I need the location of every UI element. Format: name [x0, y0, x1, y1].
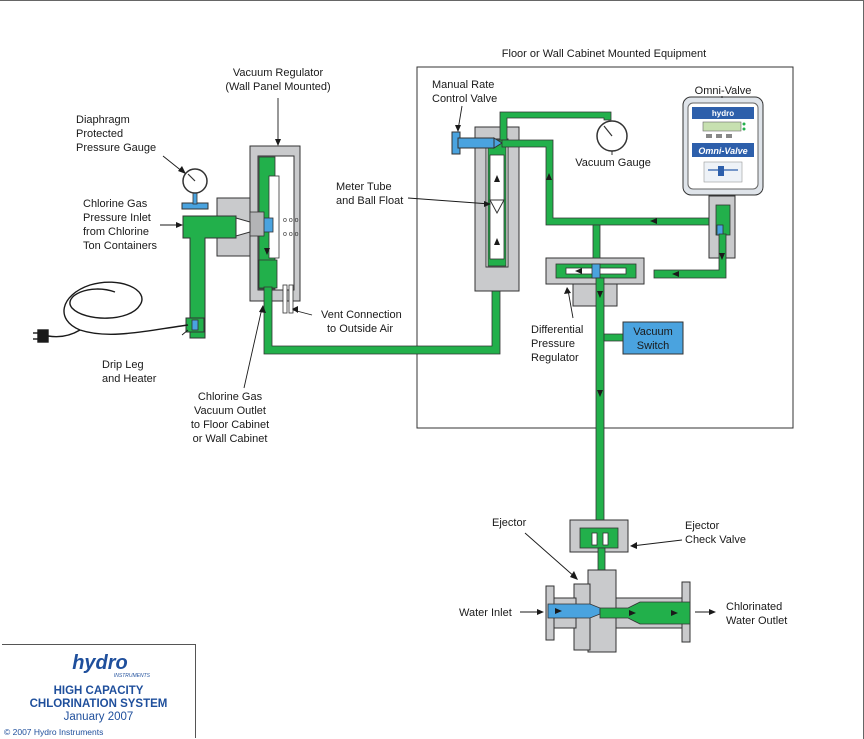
dpr-label-1: Differential	[531, 324, 583, 336]
ejector-body	[545, 569, 691, 653]
meter-tube-label-2: and Ball Float	[336, 195, 403, 207]
branding-title-1: HIGH CAPACITY	[53, 685, 144, 697]
vacuum-switch-label-2: Switch	[637, 340, 669, 352]
manual-rate-label-1: Manual Rate	[432, 79, 494, 91]
vacuum-outlet-label-2: Vacuum Outlet	[194, 405, 266, 417]
drip-leg-label-2: and Heater	[102, 373, 157, 385]
manual-rate-valve	[451, 131, 503, 155]
omni-valve-label: Omni-Valve	[695, 85, 752, 97]
vent-label-1: Vent Connection	[321, 309, 402, 321]
gas-inlet-label-2: Pressure Inlet	[83, 212, 151, 224]
branding-date: January 2007	[63, 711, 134, 723]
gas-inlet-label-3: from Chlorine	[83, 226, 149, 238]
hydro-logo: hydro INSTRUMENTS	[72, 652, 151, 679]
drip-leg-label-1: Drip Leg	[102, 359, 144, 371]
vacuum-gauge	[596, 120, 628, 152]
heater-cord	[33, 281, 189, 343]
meter-tube	[474, 126, 520, 292]
vacuum-outlet-label-1: Chlorine Gas	[198, 391, 263, 403]
meter-tube-label-1: Meter Tube	[336, 181, 392, 193]
diaphragm-label-3: Pressure Gauge	[76, 142, 156, 154]
manual-rate-label-2: Control Valve	[432, 93, 497, 105]
vacuum-regulator-label-1: Vacuum Regulator	[233, 67, 324, 79]
dpr-label-3: Regulator	[531, 352, 579, 364]
branding-box: hydro INSTRUMENTS HIGH CAPACITY CHLORINA…	[2, 644, 196, 738]
diaphragm-label-1: Diaphragm	[76, 114, 130, 126]
check-valve-label-2: Check Valve	[685, 534, 746, 546]
gas-inlet-label-4: Ton Containers	[83, 240, 157, 252]
line-meter-to-omni	[499, 111, 612, 141]
vent-label-2: to Outside Air	[327, 323, 393, 335]
gas-inlet-assembly	[181, 191, 251, 339]
hydro-logo-text: hydro	[72, 652, 128, 674]
hydro-logo-sub: INSTRUMENTS	[114, 673, 151, 679]
omni-logo-text: hydro	[712, 109, 734, 118]
omni-valve: hydro Omni-Valve	[653, 96, 764, 279]
vacuum-regulator: o o o o o o	[216, 145, 301, 314]
vacuum-outlet-label-3: to Floor Cabinet	[191, 419, 269, 431]
cabinet-box	[416, 66, 794, 429]
differential-pressure-regulator	[545, 224, 645, 307]
line-to-vacuum-switch	[603, 333, 624, 342]
branding-copyright: © 2007 Hydro Instruments	[4, 727, 104, 737]
cabinet-title: Floor or Wall Cabinet Mounted Equipment	[502, 48, 706, 60]
diaphragm-pressure-gauge	[182, 168, 208, 194]
vacuum-switch-label-1: Vacuum	[633, 326, 673, 338]
svg-text:o o o: o o o	[283, 217, 299, 224]
line-dpr-to-ejector	[595, 277, 605, 529]
gas-inlet-label-1: Chlorine Gas	[83, 198, 148, 210]
vacuum-switch: Vacuum Switch	[622, 321, 684, 355]
vacuum-outlet-label-4: or Wall Cabinet	[193, 433, 268, 445]
omni-name-text: Omni-Valve	[698, 146, 747, 156]
vacuum-gauge-label: Vacuum Gauge	[575, 157, 651, 169]
water-outlet-label-2: Water Outlet	[726, 615, 787, 627]
water-inlet-label: Water Inlet	[459, 607, 512, 619]
ejector-label: Ejector	[492, 517, 527, 529]
vacuum-regulator-label-2: (Wall Panel Mounted)	[225, 81, 330, 93]
branding-title-2: CHLORINATION SYSTEM	[29, 698, 168, 710]
dpr-label-2: Pressure	[531, 338, 575, 350]
svg-text:o o o: o o o	[283, 231, 299, 238]
diaphragm-label-2: Protected	[76, 128, 123, 140]
water-outlet-label-1: Chlorinated	[726, 601, 782, 613]
check-valve-label-1: Ejector	[685, 520, 720, 532]
